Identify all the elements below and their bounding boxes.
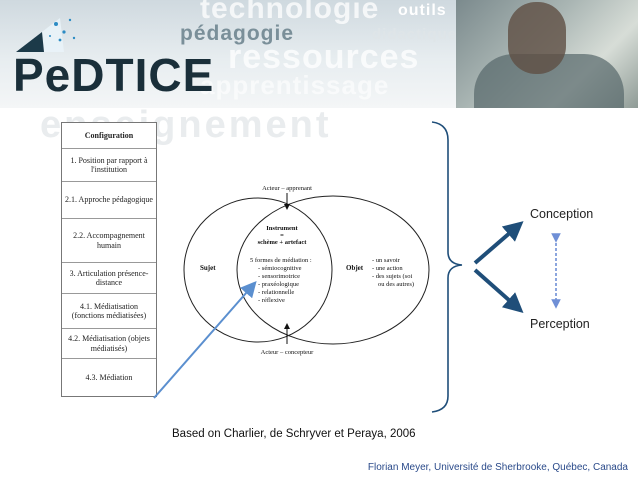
perception-label: Perception (530, 317, 590, 331)
instrument-line: = (280, 232, 284, 239)
mediation-title: 5 formes de médiation : (250, 257, 312, 264)
mediation-item: - réflexive (258, 297, 285, 304)
footer-credit: Florian Meyer, Université de Sherbrooke,… (368, 462, 628, 473)
mediation-item: - sémiocognitive (258, 265, 302, 272)
bottom-label: Acteur – concepteur (261, 349, 315, 356)
pointer-arrow (154, 284, 254, 398)
right-brace (432, 122, 462, 412)
objet-item: ou des autres) (378, 281, 414, 288)
sujet-label: Sujet (200, 264, 216, 272)
mediation-item: - relationnelle (258, 289, 294, 296)
instrument-line: Instrument (266, 225, 298, 232)
objet-item: - un savoir (372, 257, 401, 264)
objet-label: Objet (346, 264, 364, 272)
mediation-item: - praxéologique (258, 281, 299, 288)
instrument-line: schème + artefact (258, 239, 308, 246)
source-caption: Based on Charlier, de Schryver et Peraya… (172, 428, 416, 440)
perception-arrow (475, 270, 519, 309)
top-label: Acteur – apprenant (262, 185, 312, 192)
mediation-item: - sensorimotrice (258, 273, 300, 280)
objet-item: - une action (372, 265, 403, 272)
conception-label: Conception (530, 207, 593, 221)
conception-arrow (475, 225, 519, 263)
objet-item: - des sujets (soi (372, 273, 412, 280)
